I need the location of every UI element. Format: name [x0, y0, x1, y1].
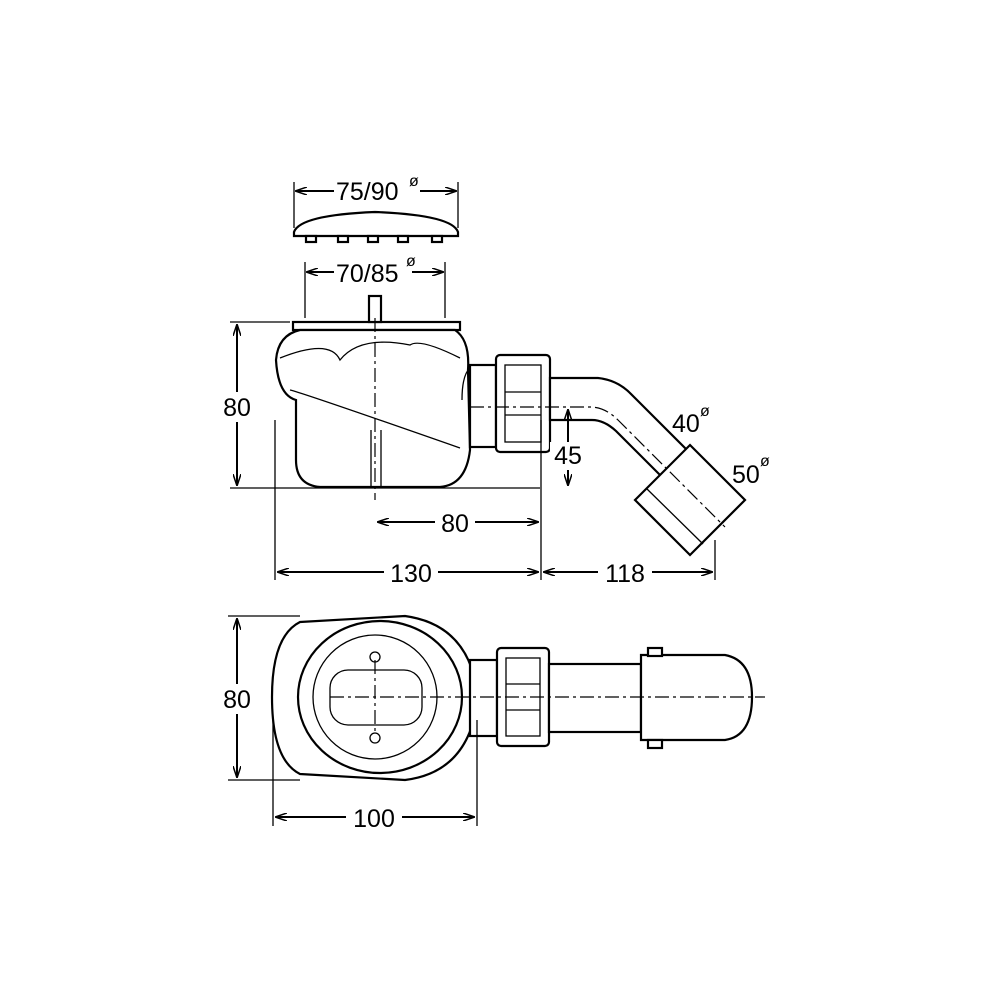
grate-diameter-label: 70/85 — [336, 260, 399, 288]
center-to-outlet-label: 80 — [441, 510, 469, 538]
pipe-diameter-label: 40 — [672, 410, 700, 438]
drain-body — [274, 294, 498, 489]
diameter-symbol: ø — [700, 403, 710, 420]
outlet-elbow — [548, 376, 747, 557]
drain-cover — [292, 210, 460, 244]
cover-diameter-label: 75/90 — [336, 178, 399, 206]
outlet-diameter-label: 50 — [732, 461, 760, 489]
diameter-symbol: ø — [760, 453, 770, 470]
outlet-height-label: 45 — [554, 442, 582, 470]
height-label: 80 — [223, 394, 251, 422]
diameter-symbol: ø — [406, 253, 416, 270]
top-view: 80 100 — [218, 614, 765, 833]
union-nut — [494, 353, 552, 454]
body-diameter-label: 100 — [353, 805, 395, 833]
body-length-label: 130 — [390, 560, 432, 588]
outlet-length-label: 118 — [605, 560, 645, 588]
diameter-symbol: ø — [409, 173, 419, 190]
side-view: 75/90 ø 70/85 ø — [218, 173, 770, 588]
width-label: 80 — [223, 686, 251, 714]
